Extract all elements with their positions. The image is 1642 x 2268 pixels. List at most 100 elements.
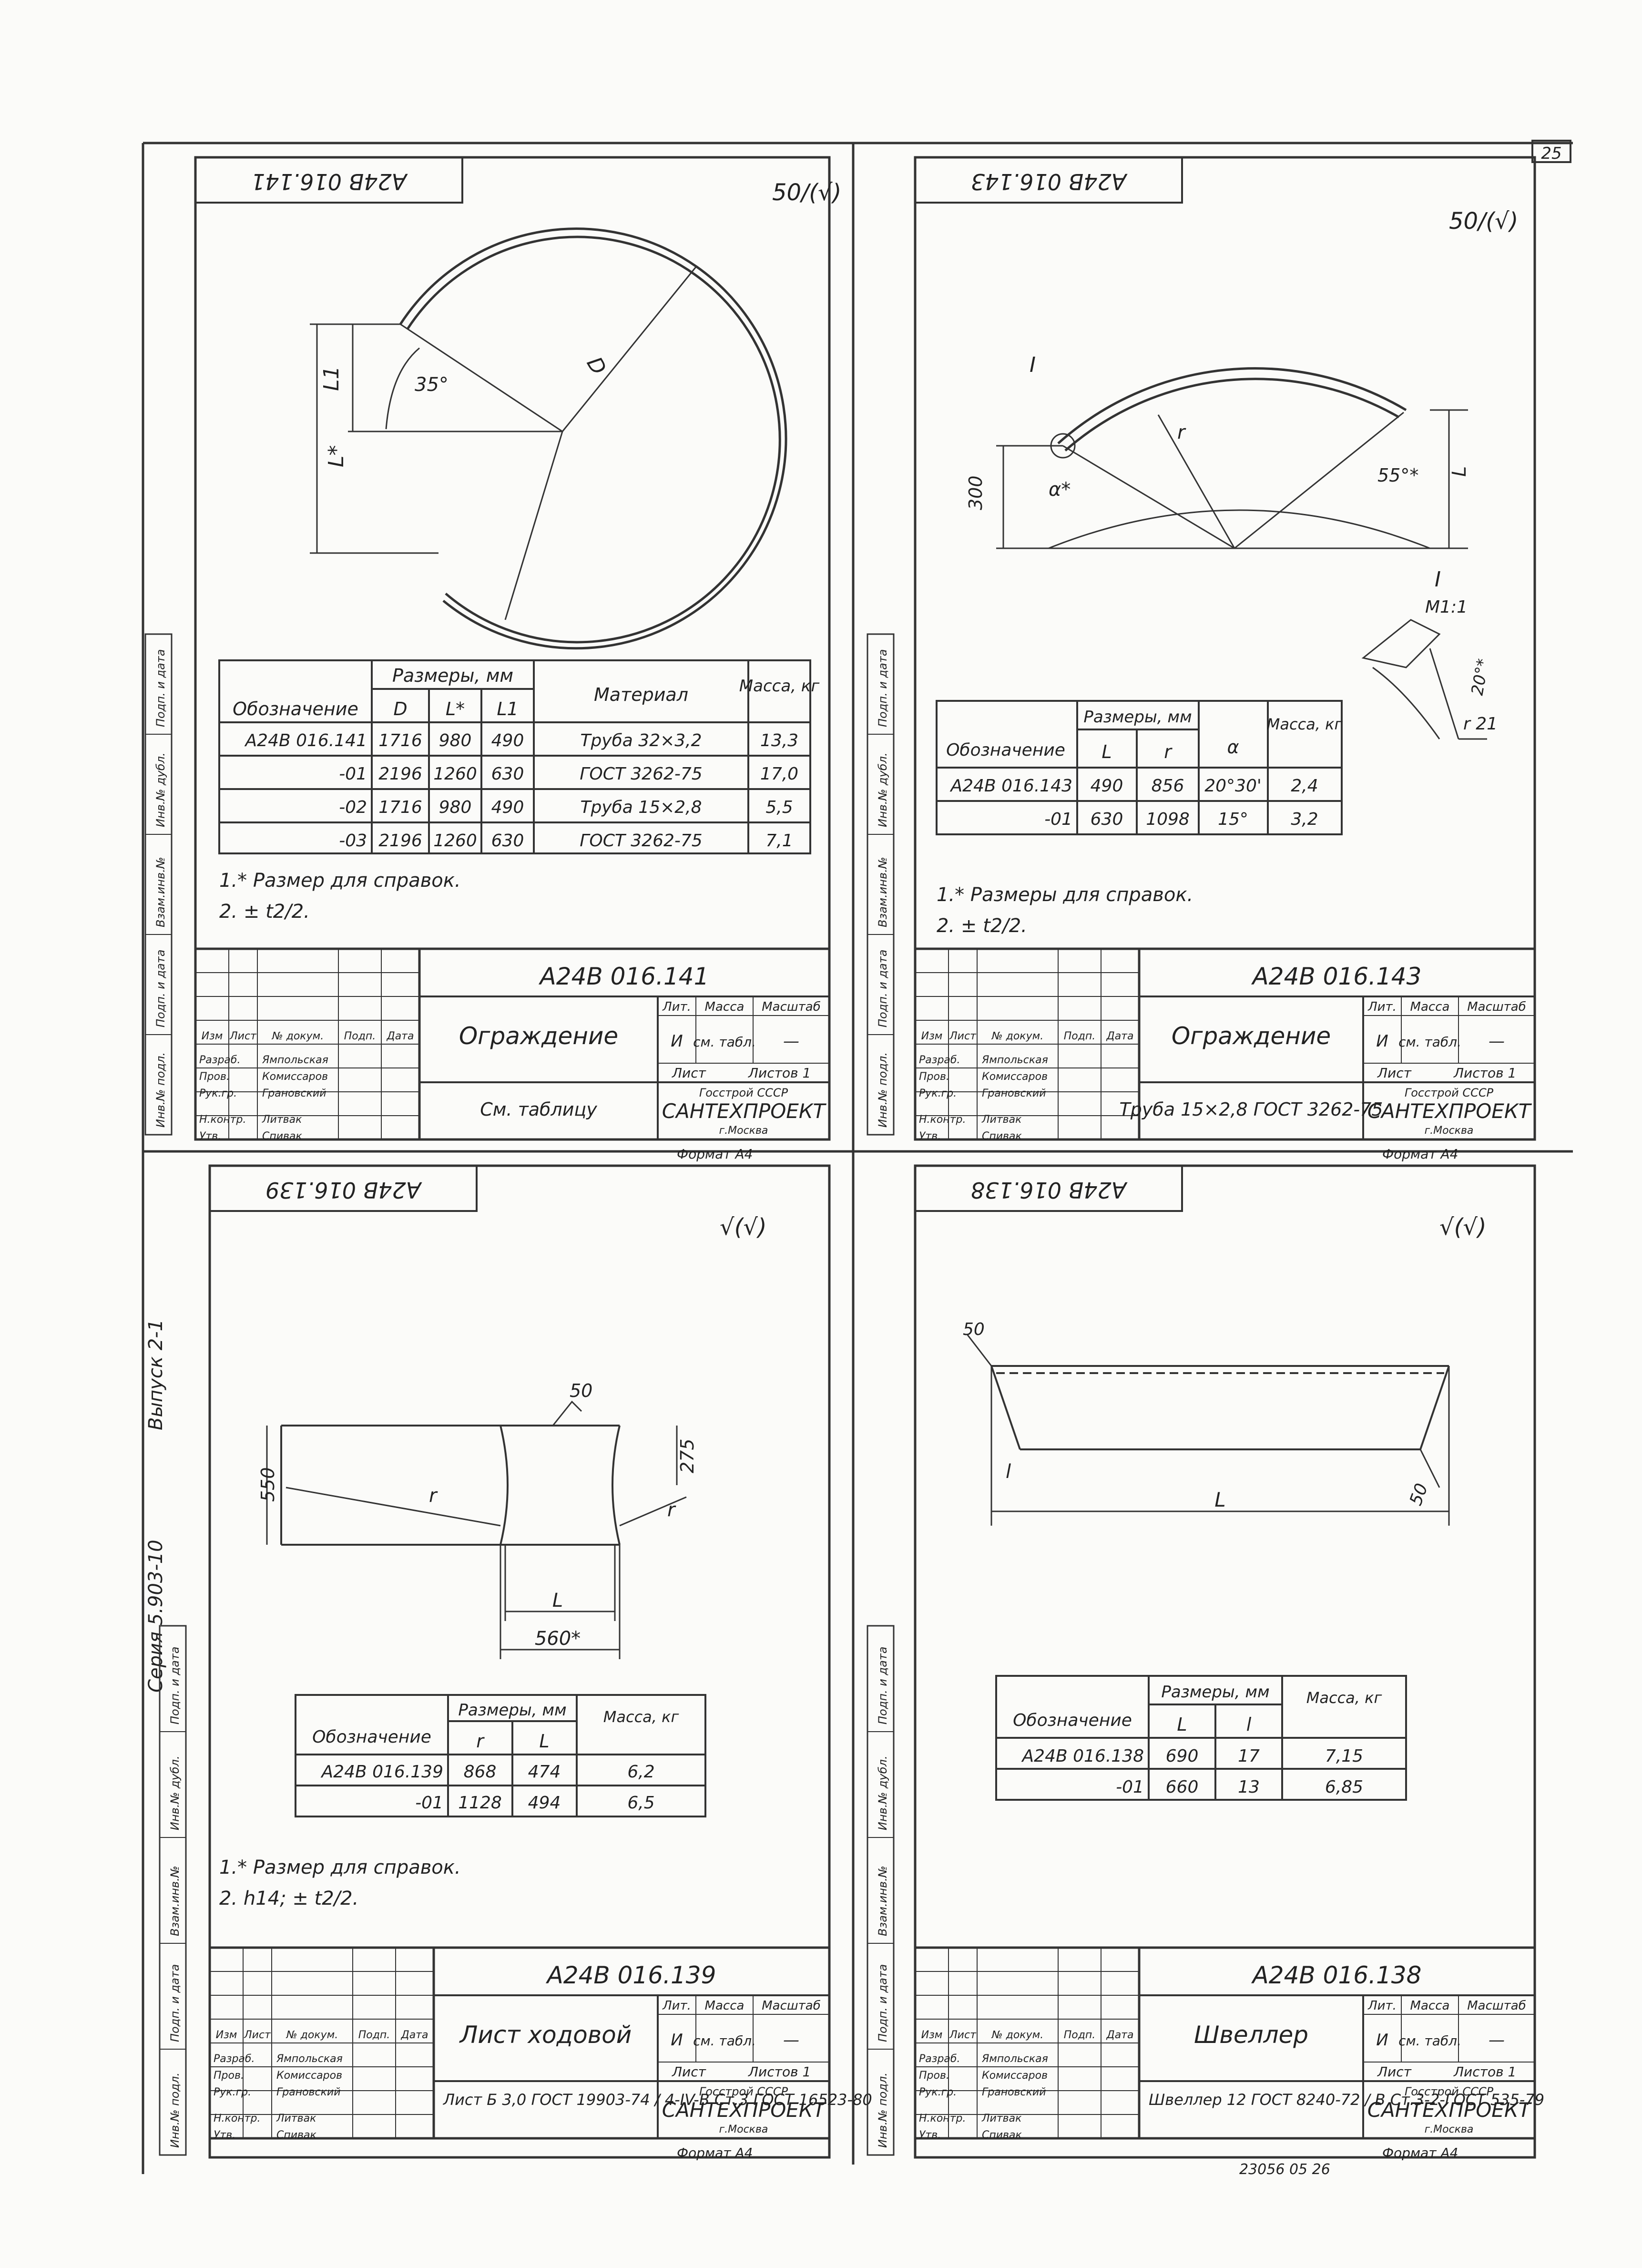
page-number: 25	[1541, 144, 1561, 163]
stamp-col-header: № докум.	[991, 1030, 1043, 1042]
stamp-person: Грановский	[982, 1088, 1046, 1099]
th-designation: Обозначение	[1013, 1711, 1132, 1730]
stamp-sheet: Лист	[672, 1065, 706, 1081]
roughness-mark: 50/(√)	[772, 179, 841, 206]
sheet-code-mirror: А24В 016.139	[265, 1177, 422, 1203]
stamp-person: Спивак	[982, 1130, 1022, 1142]
table-cell: 660	[1166, 1777, 1199, 1797]
table-cell: 868	[464, 1762, 497, 1782]
stamp-lit-value: И	[671, 1032, 683, 1051]
stamp-col-header: Дата	[1106, 2029, 1134, 2041]
stamp-lit-value: И	[1376, 1032, 1388, 1051]
stamp-col-header: Изм	[921, 1030, 943, 1042]
stamp-role: Н.контр.	[199, 1114, 246, 1126]
page-number-box: 25	[1531, 140, 1571, 163]
stamp-role: Утв.	[199, 1130, 221, 1142]
table-cell: 980	[439, 731, 472, 750]
table-cell: 980	[439, 798, 472, 817]
org-main: САНТЕХПРОЕКТ	[1367, 1099, 1532, 1123]
th-col: L	[1101, 741, 1112, 762]
outer-frame	[142, 142, 1573, 2174]
note: 2. ± t2/2.	[219, 901, 310, 923]
stamp-person: Ямпольская	[981, 2053, 1048, 2065]
stamp-person: Ямпольская	[276, 2053, 343, 2065]
th-col: L1	[497, 698, 518, 719]
stamp-person: Литвак	[276, 2113, 316, 2124]
side-label: Инв.№ дубл.	[876, 1755, 889, 1830]
stamp-lit: Лит.	[662, 1000, 691, 1014]
th-mass: Масса, кг	[739, 677, 820, 696]
roughness-mark: √(√)	[720, 1214, 767, 1241]
format-label: Формат А4	[677, 2145, 753, 2161]
series-label: Серия 5.903-10	[145, 1539, 167, 1693]
side-label: Взам.инв.№	[876, 1866, 889, 1936]
alpha-label: α*	[1049, 479, 1071, 501]
stamp-role: Утв.	[919, 2129, 941, 2141]
table-cell: ГОСТ 3262-75	[580, 831, 702, 851]
sheet-title: А24В 016.143	[1251, 963, 1422, 990]
table-cell: -01	[415, 1793, 443, 1813]
stamp-col-header: Изм	[921, 2029, 943, 2041]
stamp-person: Комиссаров	[982, 2070, 1048, 2082]
sheet-143: А24В 016.143 50/(√) I I М1:1 300 55°*	[914, 156, 1536, 1141]
th-sizes: Размеры, мм	[1083, 708, 1192, 727]
stamp-role: Утв.	[919, 1130, 941, 1142]
stamp-masshtab: Масштаб	[1467, 1000, 1526, 1014]
th-designation: Обозначение	[946, 740, 1065, 760]
stamp-col-header: Дата	[1106, 1030, 1134, 1042]
side-label: Подп. и дата	[876, 1647, 889, 1725]
stamp-person: Литвак	[981, 1114, 1022, 1126]
stamp-massa-value: см. табл.	[1398, 1034, 1461, 1050]
stamp-sheet: Лист	[1377, 2064, 1412, 2080]
format-label: Формат А4	[677, 1146, 753, 1162]
side-label: Подп. и дата	[876, 1964, 889, 2042]
stamp-col-header: № докум.	[272, 1030, 324, 1042]
table-cell: 2196	[378, 831, 422, 851]
stamp-person: Комиссаров	[262, 1071, 328, 1083]
stamp-col-header: № докум.	[286, 2029, 338, 2041]
th-sizes: Размеры, мм	[1161, 1683, 1269, 1702]
stamp-role: Рук.гр.	[199, 1088, 237, 1099]
sheet-141: А24В 016.141 50/(√) 35° L* L1 D	[194, 156, 841, 1141]
table-cell: А24В 016.138	[1021, 1746, 1144, 1766]
stamp-masshtab: Масштаб	[762, 1999, 821, 2013]
org-main: САНТЕХПРОЕКТ	[1367, 2098, 1532, 2122]
stamp-person: Спивак	[982, 2129, 1022, 2141]
spec-table	[995, 1675, 1407, 1801]
dim-l-small: l	[1006, 1461, 1011, 1483]
stamp-massa: Масса	[1410, 1999, 1450, 2013]
th-col: r	[476, 1731, 485, 1752]
angle-label: 55°*	[1377, 465, 1418, 486]
stamp-col-header: Лист	[244, 2029, 271, 2041]
spec-table	[936, 700, 1343, 835]
stamp-person: Спивак	[276, 2129, 316, 2141]
stamp-scale-value: —	[1489, 2031, 1505, 2050]
stamp-scale-value: —	[783, 2031, 799, 2050]
stamp-massa-value: см. табл.	[1398, 2033, 1461, 2049]
stamp-role: Утв.	[214, 2129, 235, 2141]
table-cell: 490	[491, 731, 524, 750]
th-material: Материал	[594, 684, 688, 705]
table-cell: 20°30'	[1204, 776, 1262, 796]
dim-l-big: L	[1214, 1488, 1225, 1511]
note: 2. ± t2/2.	[937, 915, 1027, 937]
th-mass: Масса, кг	[1267, 715, 1343, 733]
stamp-massa-value: см. табл.	[693, 1034, 756, 1050]
table-cell: 2196	[378, 764, 422, 784]
side-label: Подп. и дата	[168, 1647, 182, 1725]
stamp-scale-value: —	[1489, 1032, 1505, 1051]
table-cell: 1716	[378, 731, 422, 750]
table-cell: 856	[1152, 776, 1184, 796]
table-cell: -01	[1044, 810, 1072, 829]
stamp-role: Н.контр.	[214, 2113, 260, 2124]
stamp-role: Рук.гр.	[214, 2086, 251, 2098]
stamp-col-header: Подп.	[358, 2029, 390, 2041]
table-cell: А24В 016.139	[321, 1762, 443, 1782]
detail-mark: I	[1030, 353, 1036, 377]
th-col: L	[539, 1731, 549, 1752]
side-label: Инв.№ дубл.	[168, 1755, 182, 1830]
plate-drawing	[266, 1400, 687, 1659]
table-cell: 6,2	[627, 1762, 654, 1782]
